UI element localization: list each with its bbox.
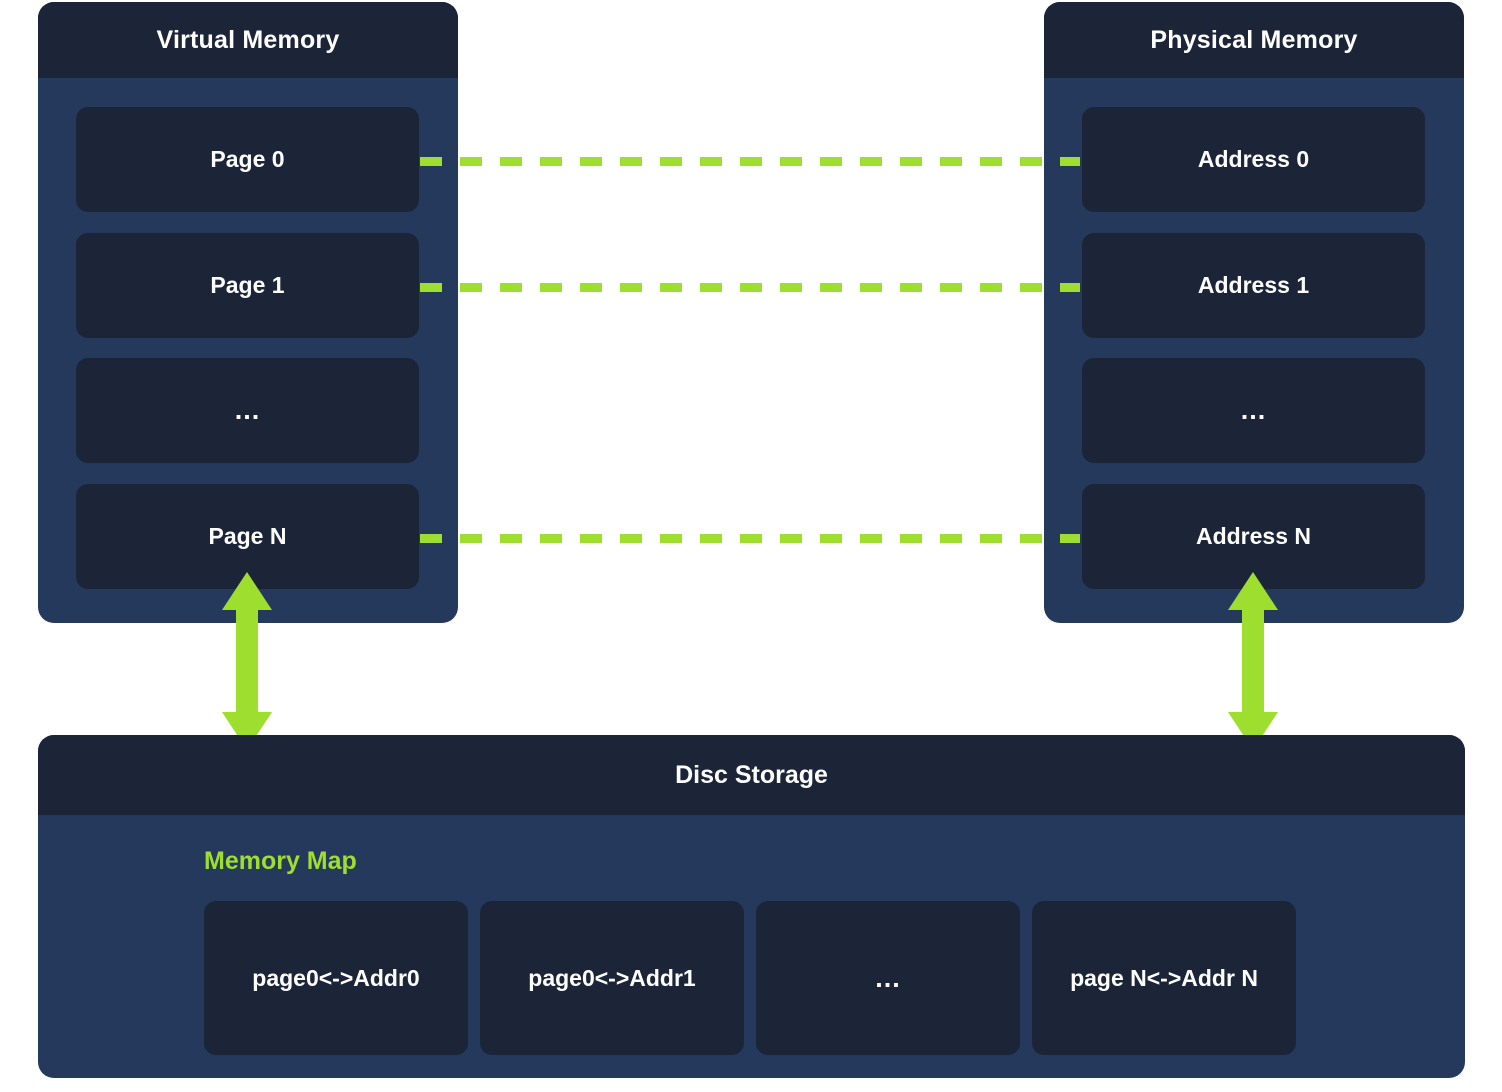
virtual-memory-card-0: Page 0 (76, 107, 419, 212)
disc-storage-title: Disc Storage (675, 760, 828, 789)
disc-storage-header: Disc Storage (38, 735, 1465, 815)
virtual-memory-card-2: ... (76, 358, 419, 463)
memory-map-entry-1: page0<->Addr1 (480, 901, 744, 1055)
swap-arrow-physical-to-disc (1225, 570, 1281, 752)
virtual-memory-card-1-label: Page 1 (210, 272, 285, 298)
virtual-memory-card-0-label: Page 0 (210, 146, 285, 172)
physical-memory-title: Physical Memory (1150, 25, 1358, 54)
virtual-memory-panel: Virtual Memory Page 0 Page 1 ... Page N (38, 2, 458, 623)
virtual-memory-card-3: Page N (76, 484, 419, 589)
physical-memory-card-2: ... (1082, 358, 1425, 463)
virtual-memory-title: Virtual Memory (156, 25, 340, 54)
connector-page1-address1 (420, 283, 1080, 292)
memory-map-entry-3: page N<->Addr N (1032, 901, 1296, 1055)
swap-arrow-virtual-to-disc (219, 570, 275, 752)
virtual-memory-header: Virtual Memory (38, 2, 458, 78)
physical-memory-card-1-label: Address 1 (1197, 272, 1310, 298)
physical-memory-card-0-label: Address 0 (1197, 146, 1310, 172)
memory-map-entry-0: page0<->Addr0 (204, 901, 468, 1055)
virtual-memory-card-2-label: ... (234, 395, 261, 426)
memory-map-entry-0-label: page0<->Addr0 (252, 964, 420, 991)
memory-map-entry-1-label: page0<->Addr1 (528, 964, 696, 991)
physical-memory-card-1: Address 1 (1082, 233, 1425, 338)
physical-memory-card-3-label: Address N (1195, 523, 1312, 549)
memory-map-entry-3-label: page N<->Addr N (1070, 964, 1258, 991)
physical-memory-card-0: Address 0 (1082, 107, 1425, 212)
memory-map-entry-2: ... (756, 901, 1020, 1055)
memory-map-entry-2-label: ... (875, 962, 901, 993)
connector-pagen-addressn (420, 534, 1080, 543)
memory-map-label: Memory Map (204, 847, 357, 875)
disc-storage-panel: Disc Storage Memory Map page0<->Addr0 pa… (38, 735, 1465, 1078)
physical-memory-card-2-label: ... (1240, 395, 1267, 426)
memory-map-entry-list: page0<->Addr0 page0<->Addr1 ... page N<-… (204, 901, 1296, 1055)
connector-page0-address0 (420, 157, 1080, 166)
virtual-memory-card-1: Page 1 (76, 233, 419, 338)
physical-memory-header: Physical Memory (1044, 2, 1464, 78)
physical-memory-panel: Physical Memory Address 0 Address 1 ... … (1044, 2, 1464, 623)
physical-memory-card-3: Address N (1082, 484, 1425, 589)
virtual-memory-card-3-label: Page N (208, 523, 287, 549)
